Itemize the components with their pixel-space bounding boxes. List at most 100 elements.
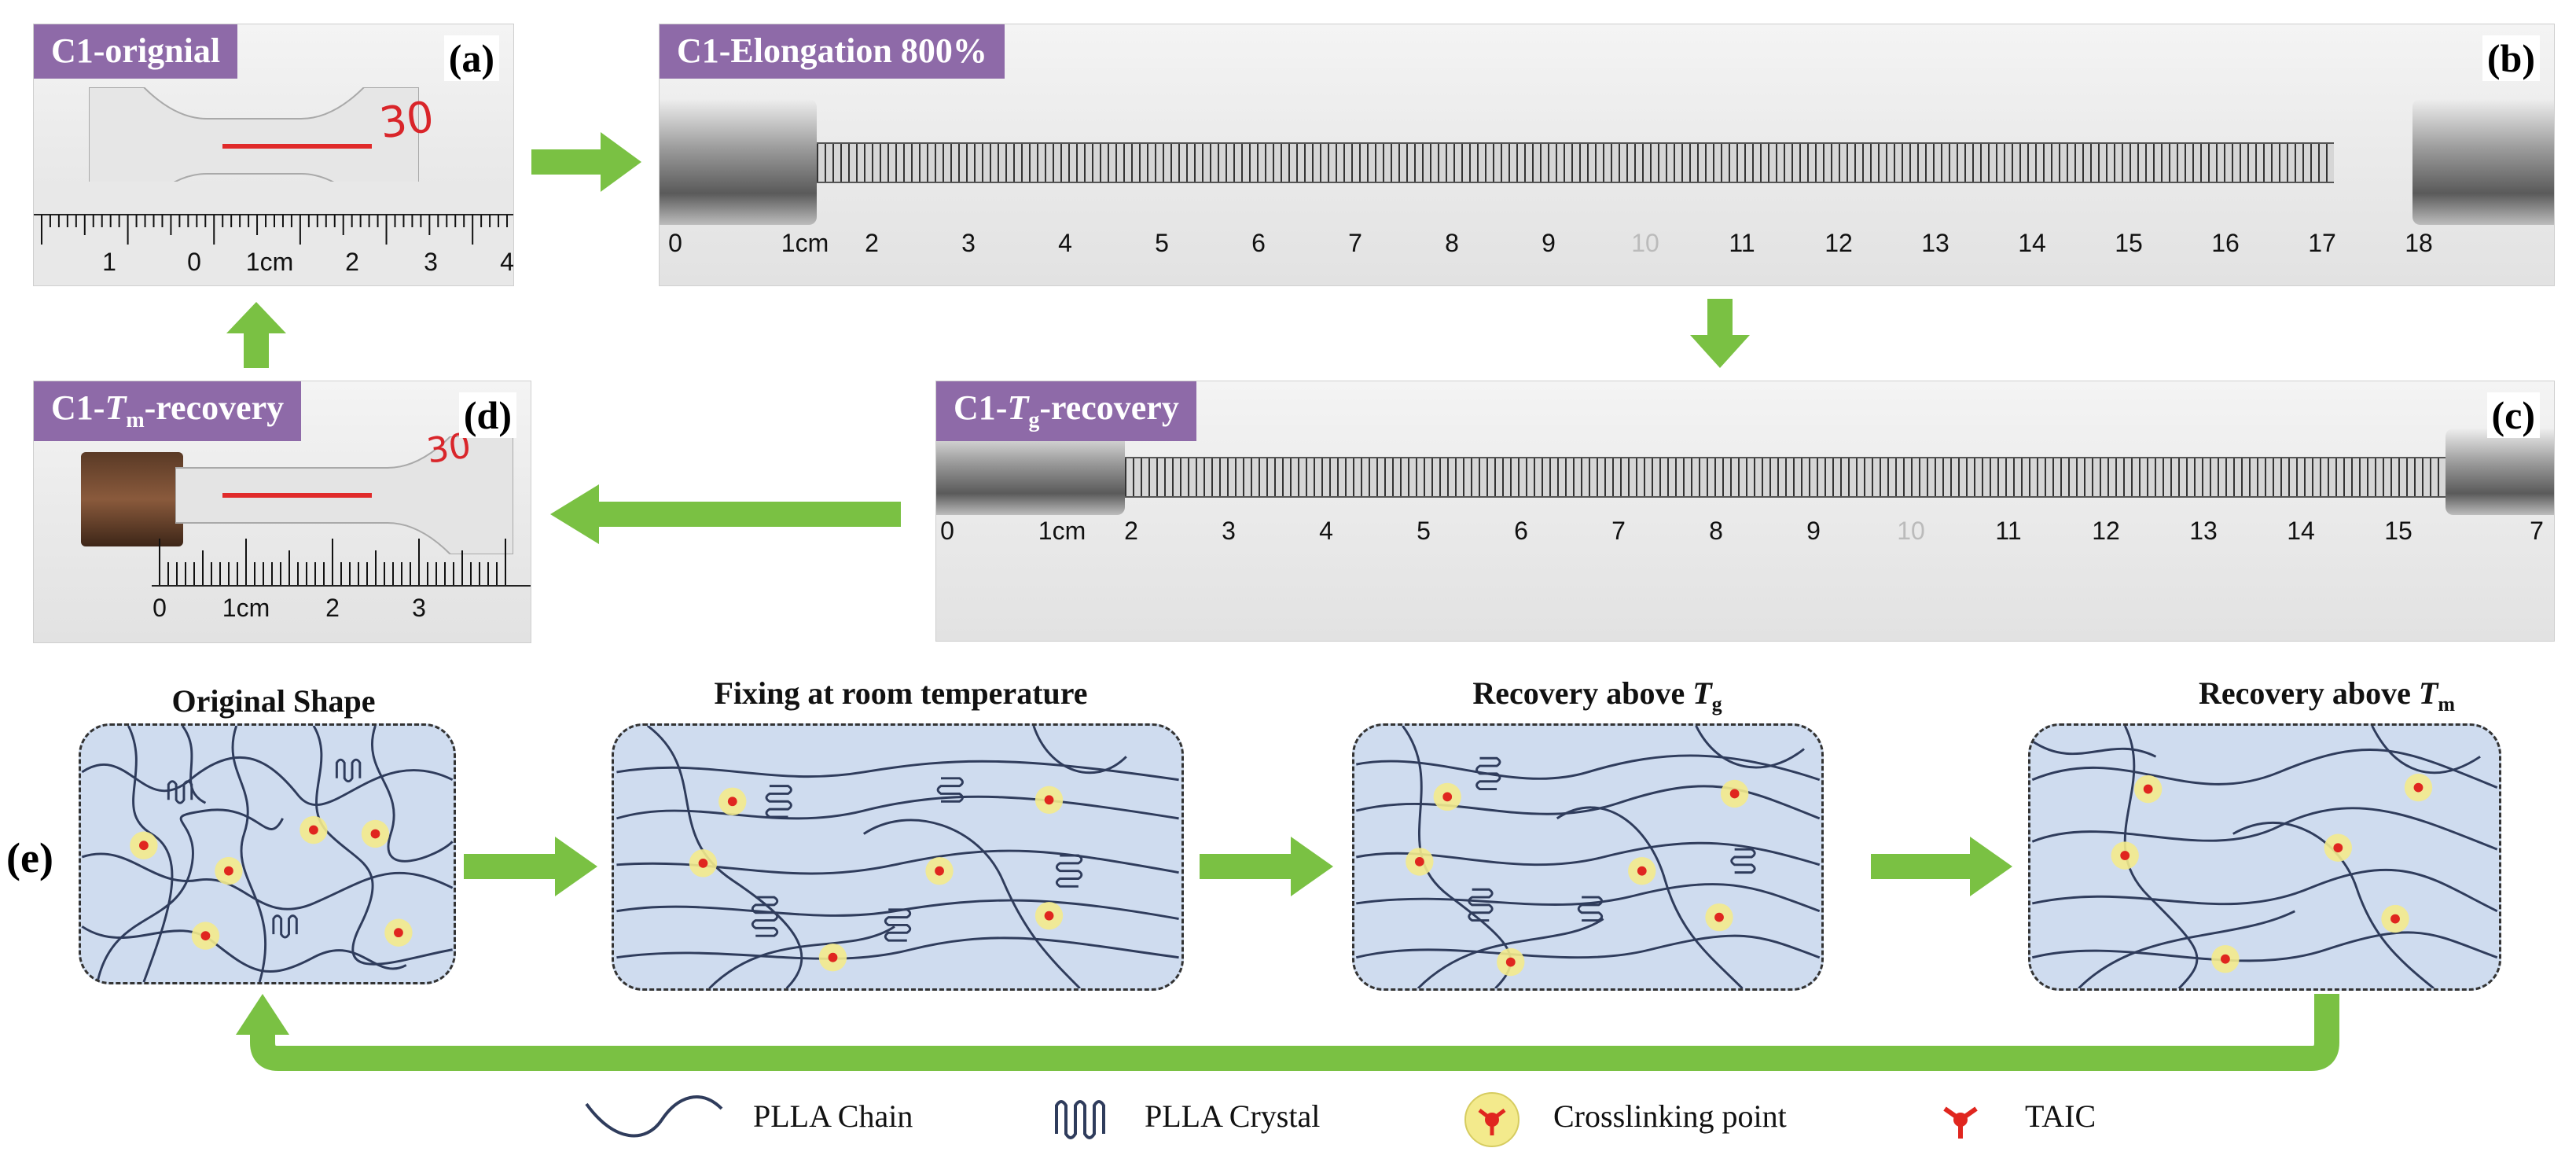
- taic-icon: [1943, 1106, 1978, 1139]
- stage-title-sub: g: [1711, 693, 1722, 716]
- arrow-right-icon: [1200, 837, 1333, 896]
- ruler-number: 14: [2018, 229, 2046, 257]
- ruler-number: 5: [1155, 229, 1169, 257]
- ruler-number: 1: [102, 248, 116, 276]
- arrow-down-icon: [1690, 299, 1750, 368]
- ruler-number: 6: [1251, 229, 1266, 257]
- tag-prefix: C1-: [51, 388, 105, 427]
- ruler-number: 11: [1729, 229, 1755, 257]
- handwritten-mark: 30: [376, 91, 437, 149]
- ruler-number: 8: [1709, 517, 1723, 545]
- tag-variable: T: [105, 388, 127, 427]
- ruler-number: 7: [2530, 517, 2544, 545]
- ruler: 0 1cm 2 3 4 5 6 7 8 9 10 11 12 13 14 15 …: [660, 189, 2554, 285]
- ruler: 1 0 1cm 2 3 4: [34, 182, 514, 285]
- ruler-number: 10: [1631, 229, 1659, 257]
- ruler-number: 7: [1611, 517, 1626, 545]
- stage-title-var: T: [2418, 675, 2438, 711]
- ruler-number: 5: [1417, 517, 1431, 545]
- right-clamp: [2446, 429, 2554, 515]
- crosslinking-point-icon: [1464, 1092, 1520, 1147]
- photo-panel-c: 0 1cm 2 3 4 5 6 7 8 9 10 11 12 13 14 15 …: [935, 381, 2555, 642]
- arrow-left-icon: [550, 484, 901, 544]
- stretched-specimen: [1109, 457, 2461, 498]
- ruler-number: 9: [1542, 229, 1556, 257]
- panel-c-label: (c): [2486, 392, 2540, 438]
- ruler-number: 2: [1124, 517, 1138, 545]
- pla-chain-icon: [585, 1095, 723, 1138]
- photo-panel-a: 30 1 0 1cm 2 3 4 C1-orignial (a): [33, 24, 514, 286]
- arrow-right-icon: [1871, 837, 2012, 896]
- tag-prefix: C1-: [954, 388, 1008, 427]
- ruler-number: 0: [668, 229, 682, 257]
- stage-title-text: Original Shape: [171, 683, 376, 719]
- ruler-number: 4: [500, 248, 514, 276]
- ruler-number: 17: [2308, 229, 2336, 257]
- tag-subscript: g: [1028, 407, 1040, 432]
- return-arrow-icon: [236, 994, 2339, 1071]
- stage-title: Recovery above Tm: [2199, 675, 2455, 716]
- ruler-number: 0: [940, 517, 954, 545]
- right-clamp: [2412, 99, 2554, 225]
- ruler-number: 13: [1921, 229, 1949, 257]
- stage-recovery-tg: [1352, 723, 1824, 991]
- panel-d-tag: C1-Tm-recovery: [34, 381, 302, 441]
- panel-e-label: (e): [6, 834, 53, 881]
- panel-b-label: (b): [2482, 35, 2540, 81]
- panel-c-tag: C1-Tg-recovery: [936, 381, 1196, 441]
- tag-suffix: -recovery: [1039, 388, 1179, 427]
- photo-panel-b: 0 1cm 2 3 4 5 6 7 8 9 10 11 12 13 14 15 …: [659, 24, 2555, 286]
- ruler-number: 3: [412, 594, 426, 622]
- left-clamp: [660, 99, 817, 225]
- arrow-up-icon: [226, 302, 286, 368]
- legend-label: PLLA Crystal: [1145, 1098, 1321, 1134]
- ruler-number: 12: [1825, 229, 1853, 257]
- stage-recovery-tm: [2028, 723, 2501, 991]
- stage-title-sub: m: [2438, 693, 2456, 716]
- stretched-specimen: [762, 142, 2334, 183]
- stage-original-shape: [79, 723, 456, 984]
- arrow-right-icon: [531, 132, 641, 192]
- ruler-number: 1cm: [781, 229, 829, 257]
- arrow-right-icon: [464, 837, 597, 896]
- panel-d-label: (d): [458, 392, 516, 438]
- left-clamp: [936, 429, 1125, 515]
- recovered-clamp: [81, 452, 183, 546]
- ruler-number: 4: [1058, 229, 1072, 257]
- legend-label: PLLA Chain: [753, 1098, 913, 1134]
- stage-title-text: Recovery above: [2198, 675, 2419, 711]
- tag-variable: T: [1007, 388, 1029, 427]
- tag-suffix: -recovery: [144, 388, 285, 427]
- ruler-number: 14: [2287, 517, 2315, 545]
- ruler-number: 11: [1995, 517, 2022, 545]
- ruler-number: 12: [2092, 517, 2120, 545]
- stage-title-text: Recovery above: [1472, 675, 1693, 711]
- ruler-number: 16: [2211, 229, 2240, 257]
- stage-title-var: T: [1692, 675, 1712, 711]
- ruler-number: 1cm: [222, 594, 270, 622]
- ruler-number: 3: [961, 229, 976, 257]
- ruler-number: 15: [2384, 517, 2412, 545]
- ruler-number: 8: [1445, 229, 1459, 257]
- dogbone-specimen: [175, 436, 513, 554]
- ruler-number: 1cm: [245, 248, 294, 276]
- tag-subscript: m: [126, 407, 145, 432]
- ruler-number: 13: [2189, 517, 2218, 545]
- ruler-number: 2: [345, 248, 359, 276]
- ruler-number: 4: [1319, 517, 1333, 545]
- ruler-number: 18: [2405, 229, 2433, 257]
- ruler-number: 3: [424, 248, 438, 276]
- ruler-number: 2: [865, 229, 879, 257]
- ruler-number: 3: [1222, 517, 1236, 545]
- ruler-number: 2: [325, 594, 340, 622]
- photo-panel-d: 30 0 1cm 2 3 C1-Tm-recovery (d): [33, 381, 531, 643]
- stage-title: Fixing at room temperature: [714, 675, 1087, 712]
- panel-a-tag: C1-orignial: [34, 24, 238, 79]
- ruler-number: 0: [187, 248, 201, 276]
- ruler-number: 9: [1806, 517, 1821, 545]
- ruler-number: 0: [153, 594, 167, 622]
- legend-label: TAIC: [2025, 1098, 2096, 1134]
- ruler-number: 15: [2115, 229, 2143, 257]
- ruler-number: 1cm: [1038, 517, 1086, 545]
- dogbone-specimen: [89, 87, 419, 205]
